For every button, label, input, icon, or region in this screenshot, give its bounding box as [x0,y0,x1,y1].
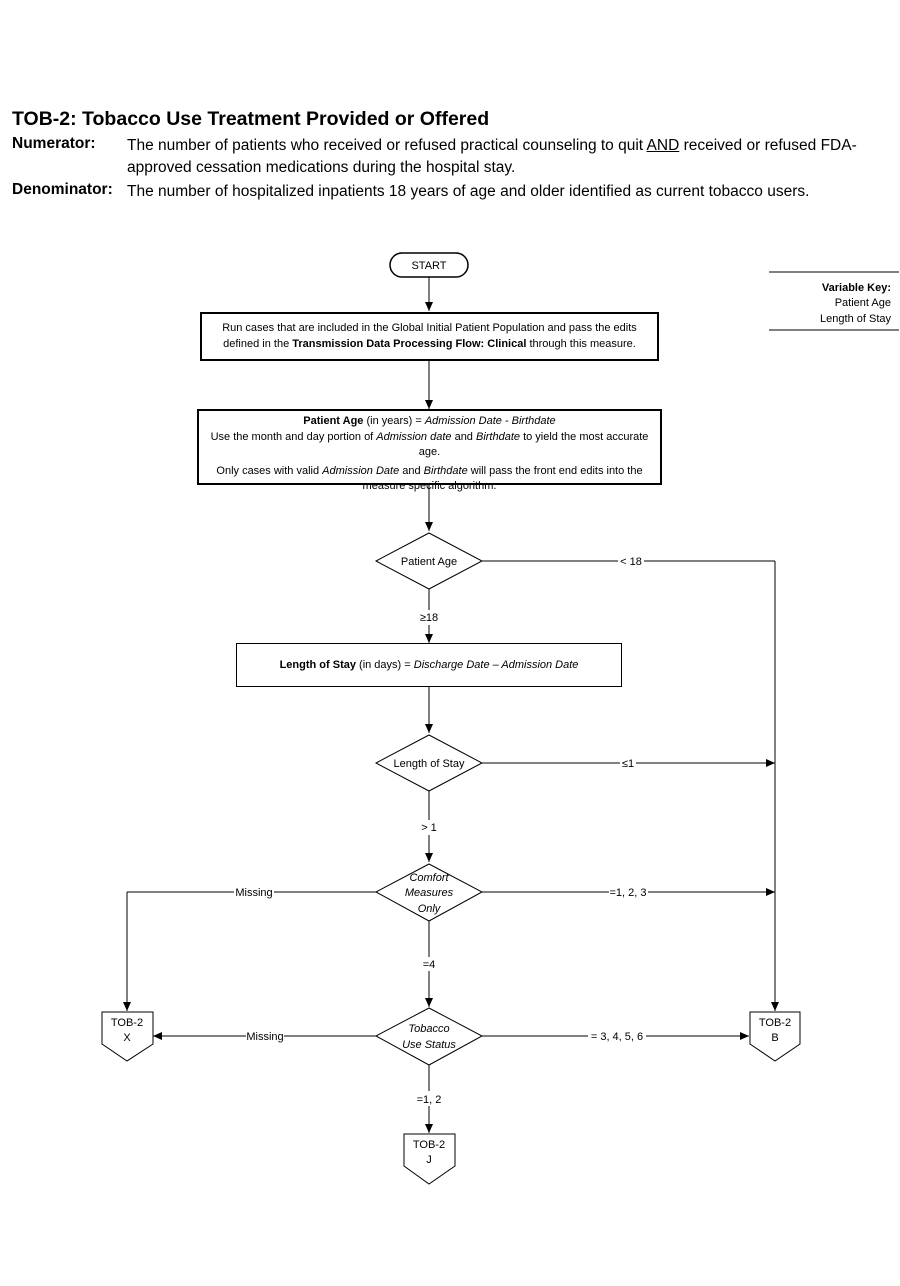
age-note-text: Use the month and day portion of [210,430,377,443]
age-note-italic: Birthdate [475,430,521,443]
decision-comfort-label: Only [418,903,442,915]
age-note-italic: Admission date [376,430,452,443]
decision-length-of-stay [374,734,484,792]
edge-label: =1, 2, 3 [609,887,646,899]
start-label: START [411,260,446,272]
age-note-text: to yield the most accurate age. [418,430,649,459]
decision-comfort-label: Measures [405,887,454,899]
process-run-cases: Run cases that are included in the Globa… [200,312,659,361]
connector-tob2-x [101,1011,154,1062]
run-cases-bold: Transmission Data Processing Flow: Clini… [292,338,527,350]
page-title: TOB-2: Tobacco Use Treatment Provided or… [12,108,490,130]
denominator-text: The number of hospitalized inpatients 18… [127,183,810,200]
denominator-label: Denominator: [12,181,113,198]
decision-tobacco-label: Use Status [402,1039,456,1051]
decision-patient-age [374,532,484,590]
los-calc-bold: Length of Stay [279,659,356,671]
numerator-text-pre: The number of patients who received or r… [127,137,647,154]
age-calc-line: Patient Age (in years) = Admission Date … [202,414,657,430]
los-calc-units: (in days) = [355,659,414,671]
age-valid-line: Only cases with valid Admission Date and… [202,464,657,495]
age-calc-bold: Patient Age [303,415,364,427]
edge-label: > 1 [421,822,437,834]
age-note-line: Use the month and day portion of Admissi… [202,430,657,461]
connector-x-label: TOB-2 [111,1017,143,1029]
numerator-text: The number of patients who received or r… [127,135,887,179]
age-calc-formula: Admission Date - Birthdate [424,415,556,427]
age-calc-units: (in years) = [363,415,425,427]
decision-comfort-label: Comfort [409,872,449,884]
numerator-emphasis: AND [646,137,680,154]
edge-label: = 3, 4, 5, 6 [591,1031,643,1043]
run-cases-text: through this measure. [526,338,636,350]
numerator-label: Numerator: [12,135,96,152]
decision-comfort-measures [374,863,484,922]
edge-label: ≥18 [420,612,438,624]
decision-tobacco-label: Tobacco [408,1023,449,1035]
numerator-text-post: received or refused FDA-approved cessati… [127,137,857,176]
age-note-text: and [451,430,476,443]
connector-x-label: X [123,1032,131,1044]
connector-b-label: TOB-2 [759,1017,791,1029]
variable-key-item: Length of Stay [820,313,891,325]
edge-label: ≤1 [622,758,634,770]
connector-tob2-j [403,1133,456,1185]
edge-label: < 18 [620,556,642,568]
process-patient-age-calc: Patient Age (in years) = Admission Date … [197,409,662,492]
decision-tobacco-status [374,1007,484,1066]
run-cases-text: Run cases that are included in the Globa… [222,322,637,350]
age-valid-text: will pass the front end edits into the m… [362,464,643,493]
decision-patient-age-label: Patient Age [401,556,457,568]
age-valid-text: and [399,464,424,477]
edge-label: =1, 2 [417,1094,442,1106]
variable-key-item: Patient Age [835,297,891,309]
edge-label: =4 [423,959,436,971]
decision-los-label: Length of Stay [394,758,465,770]
connector-j-label: J [426,1154,432,1166]
connector-b-label: B [771,1032,778,1044]
los-calc-formula: Discharge Date – Admission Date [413,659,579,671]
connector-j-label: TOB-2 [413,1139,445,1151]
edge-label: Missing [235,887,272,899]
age-valid-italic: Birthdate [423,464,468,477]
age-valid-italic: Admission Date [322,464,400,477]
process-los-calc: Length of Stay (in days) = Discharge Dat… [236,643,622,687]
connector-tob2-b [749,1011,801,1062]
variable-key-heading: Variable Key: [822,282,891,294]
age-valid-text: Only cases with valid [216,464,323,477]
edge-label: Missing [246,1031,283,1043]
